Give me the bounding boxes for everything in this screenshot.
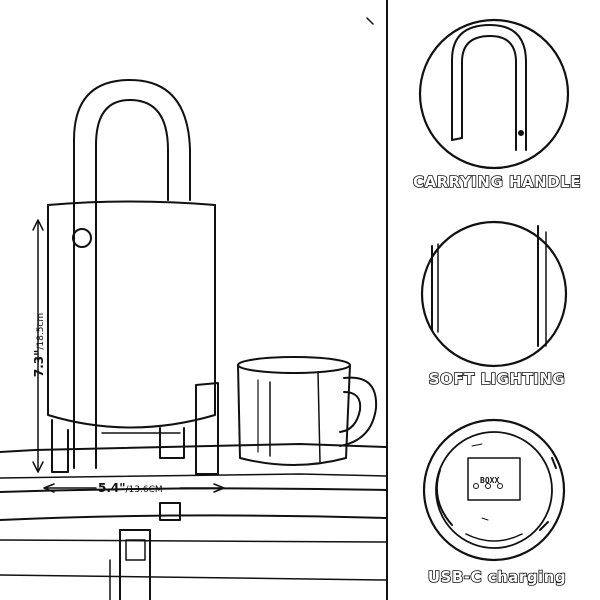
base-plate-brand: BOXX xyxy=(480,476,500,485)
height-dimension-value: 7.3" xyxy=(32,349,46,378)
width-dimension-label: 5.4"/13.6CM xyxy=(98,481,163,495)
handle-closeup-icon xyxy=(418,18,570,170)
feature-label-soft-lighting: SOFT LIGHTING xyxy=(428,369,566,389)
width-dimension-value: 5.4" xyxy=(98,481,126,495)
width-dimension-metric: /13.6CM xyxy=(125,485,163,495)
height-dimension-arrow xyxy=(32,219,44,473)
decorative-mark xyxy=(366,17,374,25)
tray xyxy=(0,443,387,600)
handle-bolt xyxy=(72,228,92,248)
height-dimension-label: 7.3"/18.5cm xyxy=(32,310,46,380)
width-dimension-arrow xyxy=(43,483,225,493)
mug xyxy=(237,356,378,466)
feature-label-usb-c-charging: USB-C charging xyxy=(427,567,567,587)
lighting-closeup-icon xyxy=(420,220,568,368)
height-dimension-metric: /18.5cm xyxy=(36,312,46,350)
lantern xyxy=(47,79,219,475)
feature-label-carrying-handle: CARRYING HANDLE xyxy=(412,172,581,192)
usb-c-port-closeup-icon xyxy=(422,418,566,562)
